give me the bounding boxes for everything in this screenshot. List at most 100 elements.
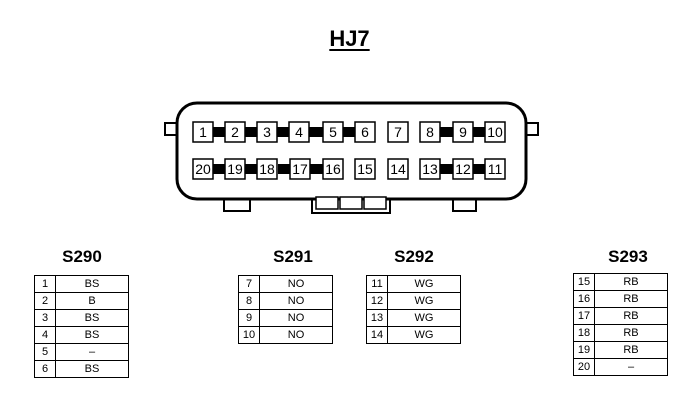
pin-number: 2 (231, 124, 239, 140)
splice-title: S292 (394, 247, 434, 266)
pin-cavity (452, 121, 474, 143)
left-latch-tab (164, 122, 178, 136)
pin-number: 3 (263, 124, 271, 140)
pin-number-cell: 11 (366, 275, 388, 293)
pin-number: 14 (390, 161, 406, 177)
pin-cavity (322, 121, 344, 143)
pin-number-cell: 7 (238, 275, 260, 293)
wire-color-cell: RB (594, 341, 668, 359)
wire-color-cell: RB (594, 273, 668, 291)
pin-cavity (256, 121, 278, 143)
pin-separator (277, 127, 289, 137)
pin-number: 13 (422, 161, 438, 177)
pin-separator (245, 164, 257, 174)
pin-cavity (419, 121, 441, 143)
pin-number-cell: 6 (34, 360, 56, 378)
pin-number: 9 (459, 124, 467, 140)
wire-color-cell: RB (594, 307, 668, 325)
wire-color-cell: RB (594, 324, 668, 342)
pin-number: 19 (227, 161, 243, 177)
pin-cavity (387, 121, 409, 143)
pin-cavity (387, 158, 409, 180)
pin-number-cell: 2 (34, 292, 56, 310)
pin-separator (473, 164, 485, 174)
wire-color-cell: BS (55, 275, 129, 293)
key-slot (339, 196, 363, 210)
connector-housing (175, 101, 528, 201)
pin-number-cell: 16 (573, 290, 595, 308)
pin-separator (440, 164, 453, 174)
pin-number-cell: 20 (573, 358, 595, 376)
pin-cavity (224, 121, 246, 143)
pin-separator (213, 164, 225, 174)
pin-number: 5 (329, 124, 337, 140)
pin-separator (310, 164, 323, 174)
pin-cavity (192, 121, 214, 143)
key-slot (363, 196, 387, 210)
pin-cavity (484, 158, 506, 180)
pin-number-cell: 19 (573, 341, 595, 359)
wire-color-cell: BS (55, 360, 129, 378)
pin-separator (213, 127, 225, 137)
pin-number: 8 (426, 124, 434, 140)
pin-number-cell: 18 (573, 324, 595, 342)
pin-cavity (192, 158, 214, 180)
key-slot (315, 196, 339, 210)
pin-cavity (322, 158, 344, 180)
pin-number-cell: 1 (34, 275, 56, 293)
splice-title: S291 (273, 247, 313, 266)
wire-color-cell: NO (259, 275, 333, 293)
wire-color-cell: WG (387, 326, 461, 344)
pin-cavity (288, 121, 310, 143)
wire-color-cell: NO (259, 326, 333, 344)
pin-cavity (452, 158, 474, 180)
pin-number-cell: 17 (573, 307, 595, 325)
pin-number: 7 (394, 124, 402, 140)
wire-color-cell: – (55, 343, 129, 361)
pin-number-cell: 15 (573, 273, 595, 291)
pin-number: 10 (487, 124, 503, 140)
pin-number: 12 (455, 161, 471, 177)
pin-separator (245, 127, 257, 137)
wire-color-cell: BS (55, 326, 129, 344)
pin-separator (309, 127, 323, 137)
pin-number: 15 (357, 161, 373, 177)
pin-number: 20 (195, 161, 211, 177)
table-row: 5– (34, 343, 129, 361)
pin-number: 18 (259, 161, 275, 177)
pin-number-cell: 14 (366, 326, 388, 344)
pin-number-cell: 3 (34, 309, 56, 327)
splice-title: S290 (62, 247, 102, 266)
wire-color-cell: NO (259, 292, 333, 310)
wire-color-cell: WG (387, 275, 461, 293)
wire-color-cell: B (55, 292, 129, 310)
wire-color-cell: WG (387, 292, 461, 310)
pin-cavity (289, 158, 311, 180)
pin-cavity (419, 158, 441, 180)
pin-number: 6 (361, 124, 369, 140)
pin-number: 16 (325, 161, 341, 177)
wire-color-cell: WG (387, 309, 461, 327)
pin-separator (440, 127, 453, 137)
wire-color-cell: NO (259, 309, 333, 327)
pin-number-cell: 12 (366, 292, 388, 310)
pin-number-cell: 10 (238, 326, 260, 344)
pin-number: 4 (295, 124, 303, 140)
wire-color-cell: – (594, 358, 668, 376)
